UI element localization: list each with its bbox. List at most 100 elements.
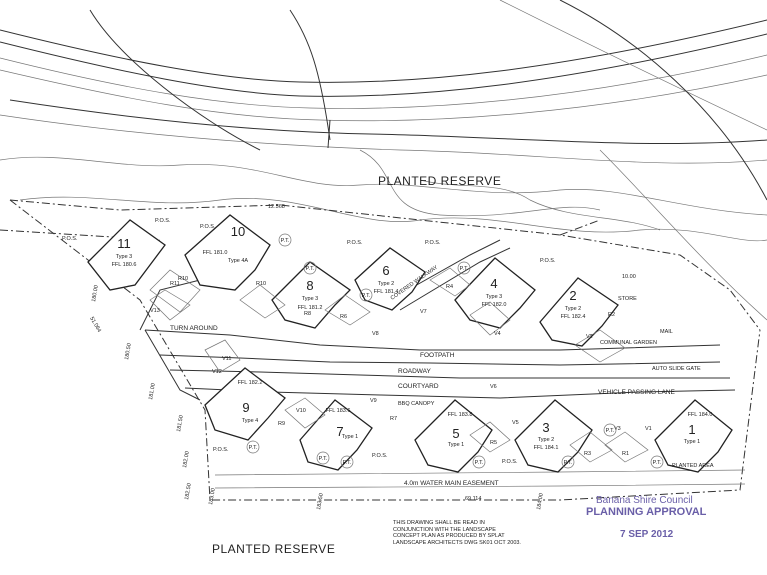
unit-5-ffl: FFL 183.8 bbox=[448, 412, 473, 418]
communal-garden-label: COMMUNAL GARDEN bbox=[600, 340, 657, 346]
svg-text:P.T.: P.T. bbox=[460, 266, 469, 272]
svg-text:V12: V12 bbox=[212, 369, 222, 375]
svg-text:V6: V6 bbox=[490, 384, 497, 390]
unit-7-type: Type 1 bbox=[342, 434, 359, 440]
svg-text:R10: R10 bbox=[256, 281, 266, 287]
unit-9-type: Type 4 bbox=[242, 418, 259, 424]
unit-7-number: 7 bbox=[336, 424, 343, 439]
auto-slide-gate-label: AUTO SLIDE GATE bbox=[652, 366, 701, 372]
svg-text:P.T.: P.T. bbox=[306, 266, 315, 272]
svg-text:R9: R9 bbox=[278, 421, 285, 427]
svg-text:P.O.S.: P.O.S. bbox=[372, 453, 388, 459]
svg-text:P.O.S.: P.O.S. bbox=[540, 258, 556, 264]
svg-text:182.50: 182.50 bbox=[184, 483, 193, 501]
drawing-note: THIS DRAWING SHALL BE READ IN CONJUNCTIO… bbox=[393, 520, 521, 546]
svg-text:P.T.: P.T. bbox=[319, 456, 328, 462]
unit-3-footprint bbox=[514, 399, 593, 473]
pos-tags: P.O.S. P.O.S. P.O.S. P.O.S. P.O.S. P.O.S… bbox=[62, 218, 664, 469]
svg-text:P.T.: P.T. bbox=[653, 460, 662, 466]
svg-text:R8: R8 bbox=[304, 311, 311, 317]
svg-text:181.50: 181.50 bbox=[176, 415, 185, 433]
unit-3-type: Type 2 bbox=[538, 437, 555, 443]
planted-reserve-bottom: PLANTED RESERVE bbox=[212, 542, 335, 556]
svg-text:R11: R11 bbox=[170, 281, 180, 287]
unit-8-ffl: FFL 181.2 bbox=[298, 305, 323, 311]
svg-text:12.568: 12.568 bbox=[268, 204, 285, 210]
unit-5-footprint bbox=[414, 399, 493, 473]
note-text: THIS DRAWING SHALL BE READ IN CONJUNCTIO… bbox=[393, 520, 521, 546]
svg-text:180.00: 180.00 bbox=[91, 285, 100, 303]
footpath-label: FOOTPATH bbox=[420, 352, 455, 359]
water-main-easement-label: 4.0m WATER MAIN EASEMENT bbox=[404, 480, 499, 487]
unit-10-footprint bbox=[184, 214, 271, 291]
svg-text:R7: R7 bbox=[390, 416, 397, 422]
unit-11-type: Type 3 bbox=[116, 254, 133, 260]
vehicle-passing-lane-label: VEHICLE PASSING LANE bbox=[598, 389, 675, 396]
svg-text:V8: V8 bbox=[372, 331, 379, 337]
svg-text:R3: R3 bbox=[584, 451, 591, 457]
store-label: STORE bbox=[618, 296, 637, 302]
svg-text:P.T.: P.T. bbox=[564, 460, 573, 466]
unit-7-ffl: FFL 183.6 bbox=[326, 408, 351, 414]
svg-text:V4: V4 bbox=[494, 331, 501, 337]
svg-text:V7: V7 bbox=[420, 309, 427, 315]
yard-outlines bbox=[149, 267, 649, 463]
unit-4-footprint bbox=[454, 257, 536, 329]
unit-2-footprint bbox=[539, 277, 619, 347]
unit-labels: 11 Type 3 FFL 180.6 10 Type 4A FFL 181.0… bbox=[112, 224, 713, 451]
svg-text:R4: R4 bbox=[446, 284, 453, 290]
svg-text:V13: V13 bbox=[150, 308, 160, 314]
svg-text:P.T.: P.T. bbox=[343, 460, 352, 466]
svg-text:R2: R2 bbox=[608, 312, 615, 318]
unit-11-ffl: FFL 180.6 bbox=[112, 262, 137, 268]
svg-text:P.T.: P.T. bbox=[606, 428, 615, 434]
planted-area-label: PLANTED AREA bbox=[672, 463, 714, 469]
svg-text:P.T.: P.T. bbox=[249, 445, 258, 451]
turn-around-label: TURN AROUND bbox=[170, 325, 218, 332]
unit-10-ffl: FFL 181.0 bbox=[203, 250, 228, 256]
stamp-approval: PLANNING APPROVAL bbox=[586, 506, 707, 518]
unit-11-number: 11 bbox=[117, 236, 131, 251]
svg-text:P.O.S.: P.O.S. bbox=[213, 447, 229, 453]
unit-10-number: 10 bbox=[231, 224, 245, 239]
unit-2-ffl: FFL 182.4 bbox=[561, 314, 586, 320]
road-boundary-lines bbox=[0, 0, 767, 321]
unit-8-type: Type 3 bbox=[302, 296, 319, 302]
roadway-label: ROADWAY bbox=[398, 368, 432, 375]
buildings bbox=[87, 214, 733, 473]
unit-8-number: 8 bbox=[306, 278, 313, 293]
svg-text:V11: V11 bbox=[222, 356, 231, 362]
unit-10-type: Type 4A bbox=[228, 258, 249, 264]
svg-text:183.00: 183.00 bbox=[208, 488, 217, 506]
svg-text:182.00: 182.00 bbox=[182, 451, 191, 469]
svg-text:183.50: 183.50 bbox=[316, 493, 325, 511]
unit-9-ffl: FFL 182.2 bbox=[238, 380, 263, 386]
stamp-council: Banana Shire Council bbox=[596, 495, 693, 506]
svg-text:P.O.S.: P.O.S. bbox=[155, 218, 171, 224]
unit-2-type: Type 2 bbox=[565, 306, 582, 312]
svg-text:R6: R6 bbox=[340, 314, 347, 320]
unit-6-type: Type 2 bbox=[378, 281, 395, 287]
svg-text:51.064: 51.064 bbox=[88, 316, 102, 334]
unit-9-number: 9 bbox=[242, 400, 249, 415]
svg-text:P.T.: P.T. bbox=[362, 293, 371, 299]
yard-codes: R11 R10 R6 R4 R2 V13 V12 V11 V10 V9 V8 V… bbox=[150, 276, 652, 457]
unit-4-number: 4 bbox=[490, 276, 497, 291]
contour-lines bbox=[0, 149, 767, 242]
unit-9-footprint bbox=[204, 367, 286, 441]
unit-6-ffl: FFL 181.4 bbox=[374, 289, 399, 295]
approval-stamp: Banana Shire Council PLANNING APPROVAL 7… bbox=[586, 495, 707, 540]
svg-text:P.O.S.: P.O.S. bbox=[425, 240, 441, 246]
unit-1-type: Type 1 bbox=[684, 439, 701, 445]
svg-text:P.O.S.: P.O.S. bbox=[200, 224, 216, 230]
svg-text:P.O.S.: P.O.S. bbox=[347, 240, 363, 246]
svg-text:V10: V10 bbox=[296, 408, 306, 414]
bbq-canopy-label: BBQ CANOPY bbox=[398, 401, 435, 407]
svg-text:V3: V3 bbox=[614, 426, 621, 432]
svg-text:V9: V9 bbox=[370, 398, 377, 404]
unit-4-ffl: FFL 182.0 bbox=[482, 302, 507, 308]
unit-3-ffl: FFL 184.1 bbox=[534, 445, 559, 451]
unit-5-type: Type 1 bbox=[448, 442, 465, 448]
mail-label: MAIL bbox=[660, 329, 673, 335]
